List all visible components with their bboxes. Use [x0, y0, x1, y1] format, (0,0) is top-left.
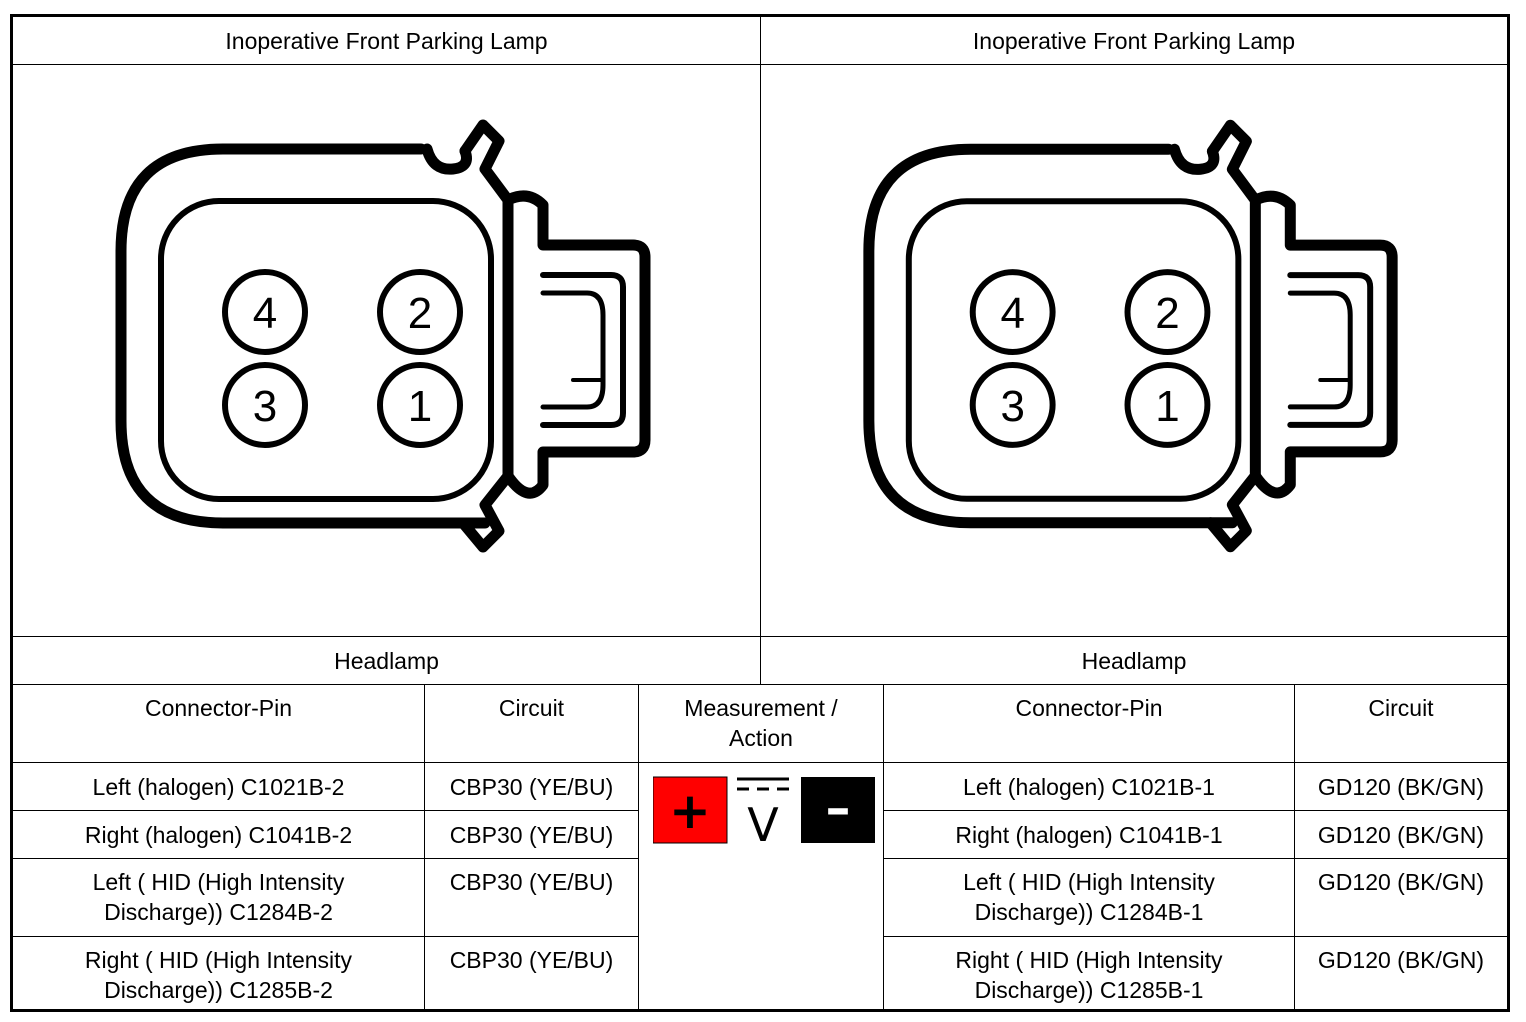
table-cell: Left ( HID (High Intensity Discharge)) C… [963, 869, 1215, 925]
pin-label: 4 [1000, 289, 1024, 338]
column-header-connector-pin: Connector-Pin [144, 695, 293, 721]
right-component-label: Headlamp [1081, 647, 1187, 674]
grid-line [883, 684, 884, 1009]
pin-label: 2 [1155, 289, 1179, 338]
grid-line [13, 858, 639, 859]
table-cell: Left (halogen) C1021B-2 [92, 773, 345, 800]
voltage-symbol: V [747, 798, 779, 845]
right-title: Inoperative Front Parking Lamp [972, 27, 1296, 54]
right-connector-diagram: 4 2 3 1 [863, 119, 1398, 553]
pin-label: 1 [1155, 382, 1179, 431]
column-header-circuit-2: Circuit [1368, 695, 1434, 721]
dc-voltage-icon: V [737, 777, 789, 845]
pinout-sheet: Inoperative Front Parking Lamp Inoperati… [10, 14, 1510, 1012]
connector-face-icon [115, 119, 651, 553]
positive-symbol: + [669, 782, 711, 840]
grid-line [884, 858, 1507, 859]
connector-face-icon [863, 119, 1398, 553]
table-cell: CBP30 (YE/BU) [449, 821, 614, 848]
pin-label: 3 [253, 382, 277, 431]
table-cell: Left (halogen) C1021B-1 [963, 773, 1215, 800]
positive-probe-icon [653, 776, 728, 844]
grid-line [13, 762, 1507, 763]
pin-label: 4 [253, 289, 277, 338]
negative-symbol: – [826, 779, 851, 837]
left-component-label: Headlamp [334, 647, 439, 674]
table-cell: CBP30 (YE/BU) [449, 773, 614, 800]
negative-probe-icon [801, 777, 875, 843]
grid-line [760, 17, 761, 684]
table-cell: GD120 (BK/GN) [1317, 947, 1485, 973]
grid-line [424, 684, 425, 1009]
grid-line [884, 936, 1507, 937]
grid-line [13, 936, 639, 937]
measurement-icons: + V – [653, 776, 875, 845]
table-cell: GD120 (BK/GN) [1317, 821, 1485, 848]
table-cell: Right (halogen) C1041B-1 [955, 821, 1223, 848]
column-header-connector-pin-2: Connector-Pin [1015, 695, 1163, 721]
connector-pin [222, 269, 463, 448]
left-connector-diagram: 4 2 3 1 [115, 119, 651, 553]
table-cell: Right (halogen) C1041B-2 [84, 821, 353, 848]
connector-pin [969, 269, 1211, 448]
grid-line [13, 684, 1507, 685]
left-title: Inoperative Front Parking Lamp [225, 27, 548, 54]
table-cell: Left ( HID (High Intensity Discharge)) C… [92, 869, 345, 925]
table-cell: CBP30 (YE/BU) [449, 947, 614, 973]
grid-line [884, 810, 1507, 811]
grid-line [1294, 684, 1295, 1009]
table-cell: GD120 (BK/GN) [1317, 773, 1485, 800]
table-cell: Right ( HID (High Intensity Discharge)) … [84, 947, 353, 1003]
column-header-circuit: Circuit [498, 695, 565, 721]
pin-label: 1 [408, 382, 432, 431]
grid-line [13, 810, 639, 811]
table-cell: CBP30 (YE/BU) [449, 869, 614, 895]
pin-label: 3 [1000, 382, 1024, 431]
pin-label: 2 [408, 289, 432, 338]
column-header-measurement: Measurement / Action [684, 695, 838, 751]
table-cell: Right ( HID (High Intensity Discharge)) … [955, 947, 1223, 1003]
grid-line [638, 684, 639, 1009]
table-cell: GD120 (BK/GN) [1317, 869, 1485, 895]
